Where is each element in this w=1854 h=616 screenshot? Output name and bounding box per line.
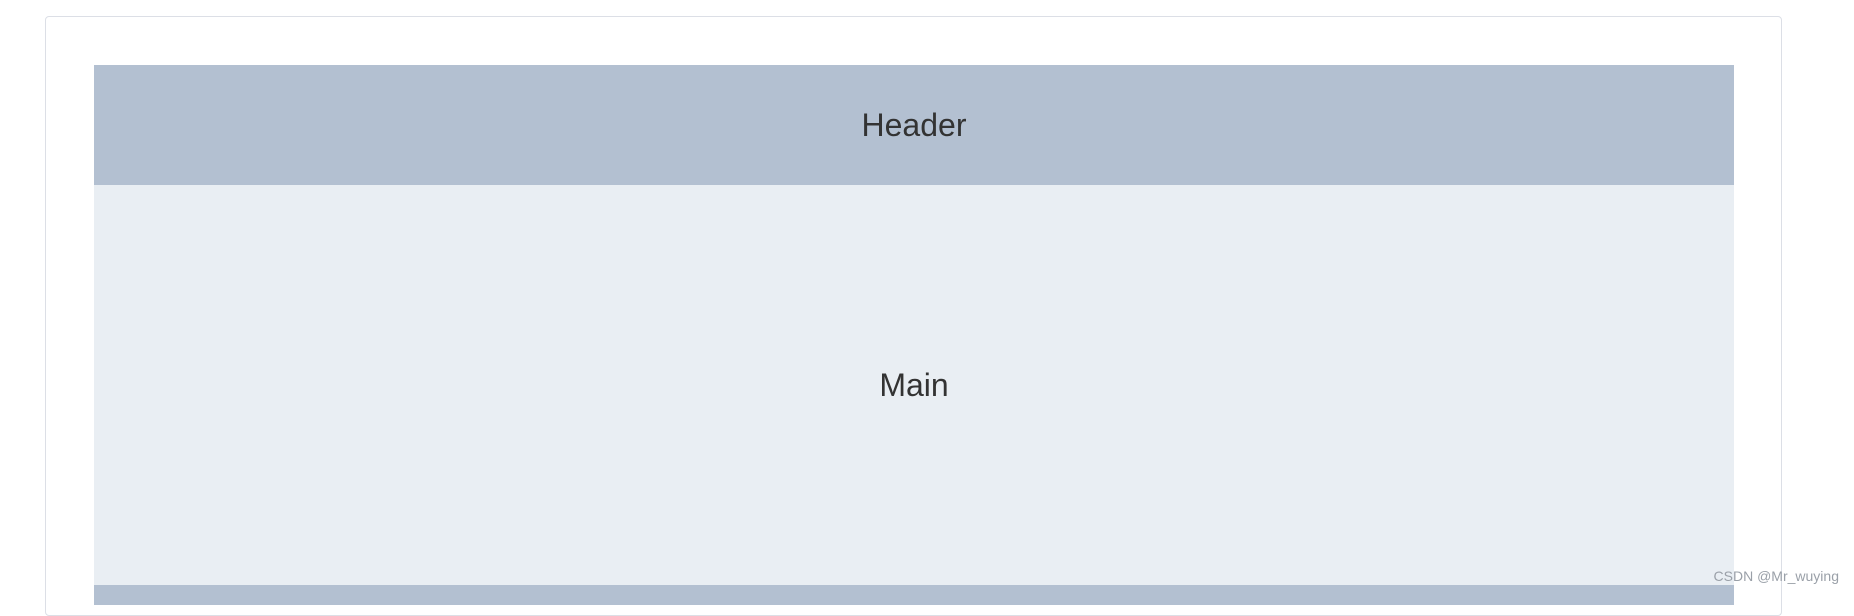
layout-container: Header Main (94, 65, 1734, 605)
header-label: Header (861, 106, 967, 143)
layout-header: Header (94, 65, 1734, 185)
layout-footer (94, 585, 1734, 605)
main-label: Main (879, 366, 949, 403)
layout-main: Main (94, 185, 1734, 585)
watermark: CSDN @Mr_wuying (1713, 568, 1839, 584)
